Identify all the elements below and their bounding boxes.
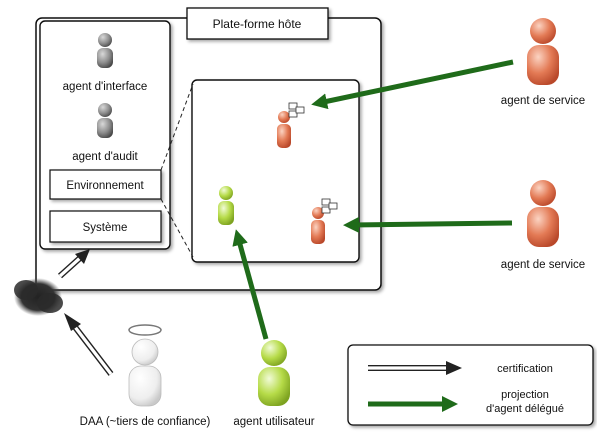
certification-arrow-daa bbox=[64, 313, 114, 376]
environment-zoom-box bbox=[191, 79, 360, 263]
service-agent-1-icon bbox=[527, 18, 559, 85]
interface-agent-icon bbox=[97, 33, 113, 68]
legend-projection-label-line2: d'agent délégué bbox=[486, 403, 564, 415]
legend-certification-label: certification bbox=[497, 363, 553, 375]
system-box bbox=[49, 210, 162, 243]
service-agent-2-label: agent de service bbox=[501, 259, 585, 271]
service-agent-2-icon bbox=[527, 180, 559, 247]
delegated-user-agent-icon bbox=[218, 186, 234, 225]
zoom-line-top bbox=[160, 83, 194, 171]
projection-arrow-service-1 bbox=[311, 59, 514, 110]
environment-label: Environnement bbox=[66, 180, 144, 192]
user-agent-icon bbox=[258, 340, 290, 406]
environment-box bbox=[49, 169, 162, 200]
daa-label: DAA (~tiers de confiance) bbox=[80, 416, 211, 428]
delegated-service-agent-1-icon bbox=[277, 102, 305, 148]
certification-arrow-platform bbox=[57, 249, 90, 279]
legend-projection-label-line1: projection bbox=[501, 389, 549, 401]
projection-arrow-service-2 bbox=[343, 216, 513, 233]
legend-certification-arrow bbox=[368, 361, 462, 375]
projection-arrow-user bbox=[232, 229, 269, 340]
user-agent-label: agent utilisateur bbox=[233, 416, 314, 428]
delegated-service-agent-2-icon bbox=[311, 198, 338, 244]
audit-agent-label: agent d'audit bbox=[72, 151, 138, 163]
service-agent-1-label: agent de service bbox=[501, 95, 585, 107]
host-platform-title: Plate-forme hôte bbox=[213, 17, 302, 31]
host-platform-title-box bbox=[186, 7, 329, 40]
interface-agent-label: agent d'interface bbox=[63, 81, 148, 93]
audit-agent-icon bbox=[97, 103, 113, 138]
smoke-cloud-icon bbox=[14, 278, 63, 316]
daa-icon bbox=[128, 324, 162, 407]
system-label: Système bbox=[83, 222, 128, 234]
